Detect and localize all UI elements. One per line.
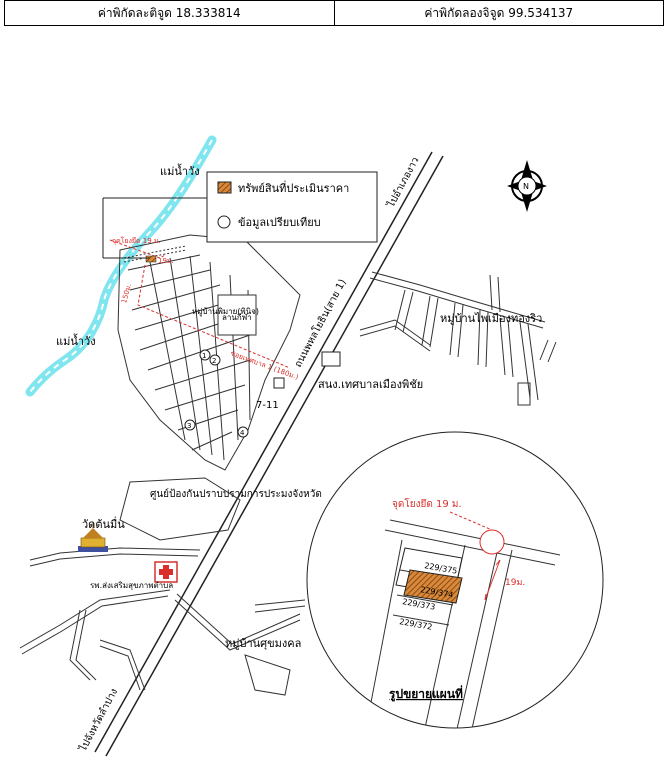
village-roads-east	[359, 271, 557, 406]
inset-map: จุดโยงยึด 19 ม. 19ม. 229/375 229/374 229…	[306, 431, 604, 729]
municipality-label: สนง.เทศบาลเมืองพิชัย	[318, 378, 423, 391]
road-to-lampang-label: ไปจังหวัดลำปาง	[77, 686, 121, 754]
village-phaimueang-label: หมู่บ้านไพเมืองทองริว	[440, 312, 542, 325]
subject-marker-map	[145, 255, 157, 263]
ref-point-map-label: จุดโยงยึด 19 ม.	[112, 236, 161, 245]
compass-north-label: N	[523, 182, 529, 191]
comparison-point-3: 3	[187, 422, 191, 430]
lower-roads	[19, 477, 306, 696]
sports-ground-label: ลานกีฬา	[222, 313, 252, 322]
latitude-cell: ค่าพิกัดละติจูด 18.333814	[97, 5, 241, 20]
legend-comparison-label: ข้อมูลเปรียบเทียบ	[238, 216, 321, 229]
inset-ref-point-label: จุดโยงยึด 19 ม.	[392, 497, 462, 510]
municipality-building	[321, 351, 341, 367]
inset-title: รูปขยายแผนที่	[389, 685, 463, 702]
main-highway	[94, 151, 444, 757]
market-label: 7-11	[256, 400, 279, 411]
sports-ground-block	[217, 294, 257, 336]
village-phaet-label: หมู่บ้านพิมาย(พินิจ)	[192, 307, 259, 317]
hospital-icon	[154, 561, 178, 583]
river-label-top: แม่น้ำวัง	[160, 163, 200, 178]
longitude-cell: ค่าพิกัดลองจิจูด 99.534137	[333, 0, 664, 26]
comparison-point-4: 4	[240, 429, 245, 437]
village-suksamran-label: หมู่บ้านศุขมงคล	[225, 637, 301, 650]
comparison-points: 1 2 3 4	[184, 349, 249, 438]
inset-distance-label: 19ม.	[505, 578, 525, 588]
coordinate-table: ค่าพิกัดละติจูด 18.333814 ค่าพิกัดลองจิจ…	[4, 0, 664, 26]
comparison-point-1: 1	[202, 352, 206, 360]
river	[25, 135, 217, 397]
legend-subject-label: ทรัพย์สินที่ประเมินราคา	[238, 180, 349, 195]
legend: ทรัพย์สินที่ประเมินราคา ข้อมูลเปรียบเทีย…	[102, 171, 378, 259]
survey-lines	[109, 239, 291, 369]
dist-map-2: 150ม.	[120, 283, 133, 305]
river-label-left: แม่น้ำวัง	[56, 333, 96, 348]
north-compass-icon: N	[507, 160, 547, 212]
hospital-label: รพ.ส่งเสริมสุขภาพตำบล	[90, 581, 173, 590]
legend-hatch-swatch	[217, 181, 232, 194]
shop-block	[273, 377, 285, 389]
dist-map-1: 19ม.	[158, 257, 174, 265]
training-center-label: ศูนย์ป้องกันปราบปรามการประมงจังหวัด	[150, 488, 322, 500]
comparison-point-2: 2	[212, 357, 216, 365]
temple-icon	[78, 522, 108, 552]
legend-circle-swatch	[217, 215, 231, 229]
temple-label: วัดต้นมื่น	[82, 516, 125, 531]
soi-label: ซอยเทศบาล 1 (180ม.)	[229, 349, 299, 381]
